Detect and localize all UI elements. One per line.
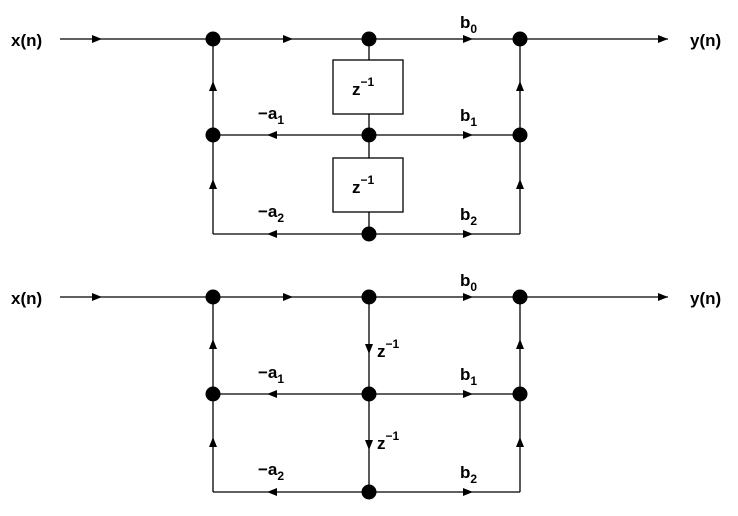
arrow-left-icon <box>267 390 277 398</box>
junction-node <box>361 226 377 242</box>
junction-node <box>512 289 528 305</box>
delay-label: z−1 <box>377 429 400 453</box>
arrow-up-icon <box>209 437 217 447</box>
coeff-a1: −a1 <box>258 104 284 127</box>
delay-label: z−1 <box>352 173 375 197</box>
junction-node <box>512 386 528 402</box>
arrow-up-icon <box>209 339 217 349</box>
junction-node <box>361 484 377 500</box>
arrow-right-icon <box>463 131 473 139</box>
diagram-top: z−1 z−1 x(n) y(n) b0 b1 b2 −a1 −a2 <box>11 13 721 242</box>
arrow-up-icon <box>209 81 217 91</box>
arrow-right-icon <box>463 35 473 43</box>
diagram-bottom: z−1 z−1 x(n) y(n) b0 b1 b2 −a1 −a2 <box>11 271 721 500</box>
junction-node <box>512 127 528 143</box>
input-label: x(n) <box>11 289 42 308</box>
arrow-left-icon <box>267 488 277 496</box>
coeff-b2: b2 <box>460 205 477 228</box>
coeff-b2: b2 <box>460 463 477 486</box>
delay-box-2 <box>332 157 404 213</box>
arrow-down-icon <box>365 440 373 450</box>
arrow-right-icon <box>463 230 473 238</box>
delay-label: z−1 <box>377 337 400 361</box>
arrow-right-icon <box>463 293 473 301</box>
arrow-down-icon <box>365 344 373 354</box>
junction-node <box>512 31 528 47</box>
arrow-right-icon <box>92 35 102 43</box>
arrow-right-icon <box>463 488 473 496</box>
coeff-b1: b1 <box>460 365 477 388</box>
delay-box-1 <box>332 59 404 115</box>
junction-node <box>205 386 221 402</box>
coeff-a2: −a2 <box>258 460 284 483</box>
arrow-up-icon <box>516 179 524 189</box>
input-label: x(n) <box>11 31 42 50</box>
arrow-up-icon <box>516 81 524 91</box>
arrow-right-icon <box>283 293 293 301</box>
junction-node <box>361 31 377 47</box>
junction-node <box>361 289 377 305</box>
junction-node <box>361 386 377 402</box>
arrow-left-icon <box>267 131 277 139</box>
coeff-b0: b0 <box>460 13 477 36</box>
arrow-up-icon <box>209 179 217 189</box>
coeff-b1: b1 <box>460 106 477 129</box>
arrow-right-icon <box>92 293 102 301</box>
arrow-right-icon <box>283 35 293 43</box>
coeff-a1: −a1 <box>258 363 284 386</box>
output-label: y(n) <box>690 289 721 308</box>
junction-node <box>205 127 221 143</box>
junction-node <box>205 31 221 47</box>
delay-label: z−1 <box>352 75 375 99</box>
arrow-left-icon <box>267 230 277 238</box>
arrow-up-icon <box>516 339 524 349</box>
junction-node <box>361 127 377 143</box>
coeff-a2: −a2 <box>258 202 284 225</box>
arrow-right-icon <box>463 390 473 398</box>
output-label: y(n) <box>690 31 721 50</box>
junction-node <box>205 289 221 305</box>
coeff-b0: b0 <box>460 271 477 294</box>
arrow-up-icon <box>516 437 524 447</box>
